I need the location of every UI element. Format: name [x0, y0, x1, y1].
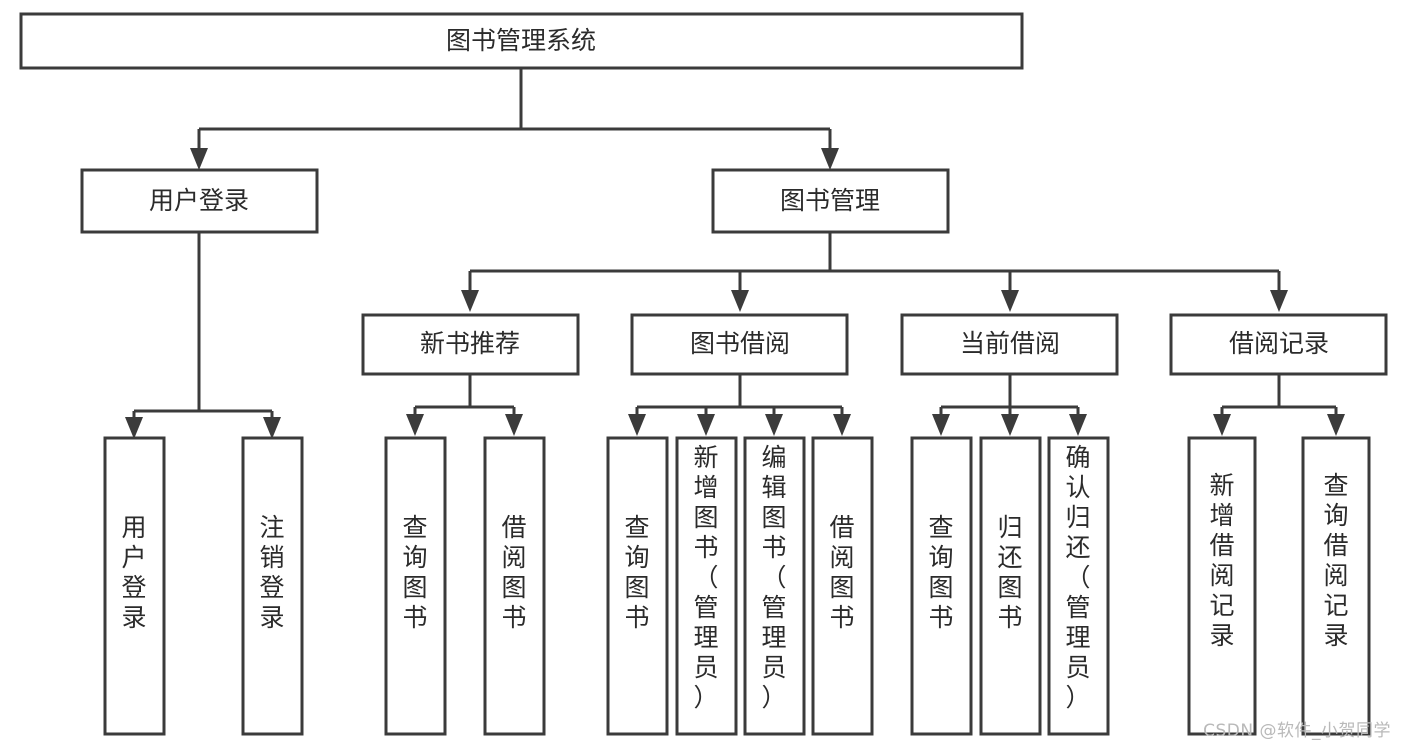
- edges-book-management-to-level3: [461, 232, 1288, 312]
- arrowhead-book-borrow: [731, 290, 749, 312]
- node-leaf-query-book-3-box[interactable]: [910, 436, 973, 736]
- node-leaf-add-record-box[interactable]: [1187, 436, 1257, 736]
- node-leaf-query-record-box[interactable]: [1301, 436, 1371, 736]
- node-leaf-return-book-box[interactable]: [979, 436, 1042, 736]
- arrowhead-book-management: [821, 148, 839, 170]
- node-root-box[interactable]: [19, 12, 1024, 70]
- node-leaf-logout-login-box[interactable]: [241, 436, 304, 736]
- node-leaf-query-book-1[interactable]: 查询图书: [384, 436, 447, 736]
- node-root[interactable]: 图书管理系统: [19, 12, 1024, 70]
- node-leaf-confirm-return-box[interactable]: [1047, 436, 1110, 736]
- node-leaf-logout-login-label: 注销登录: [259, 513, 284, 632]
- node-root-label: 图书管理系统: [446, 26, 596, 55]
- arrowhead-leaf-query-book-3: [932, 414, 950, 436]
- edges-book-borrow-to-leaves: [628, 374, 851, 436]
- node-book-borrow-label: 图书借阅: [690, 329, 790, 358]
- node-book-management-label: 图书管理: [780, 186, 880, 215]
- node-leaf-add-record-label: 新增借阅记录: [1209, 471, 1234, 650]
- node-leaf-add-book-box[interactable]: [675, 436, 738, 736]
- node-current-borrow[interactable]: 当前借阅: [900, 313, 1119, 376]
- arrowhead-leaf-logout-login: [263, 417, 281, 439]
- node-borrow-record-label: 借阅记录: [1229, 329, 1329, 358]
- node-leaf-borrow-book-1[interactable]: 借阅图书: [483, 436, 546, 736]
- arrowhead-leaf-add-record: [1213, 414, 1231, 436]
- edges-current-borrow-to-leaves: [932, 374, 1087, 436]
- node-book-borrow[interactable]: 图书借阅: [630, 313, 849, 376]
- node-book-borrow-box[interactable]: [630, 313, 849, 376]
- arrowhead-borrow-record: [1270, 290, 1288, 312]
- node-leaf-add-book[interactable]: 新增图书（管理员）: [675, 436, 738, 736]
- node-leaf-query-book-2-box[interactable]: [606, 436, 669, 736]
- node-leaf-borrow-book-2-label: 借阅图书: [829, 513, 854, 632]
- node-new-book-recommend-box[interactable]: [361, 313, 580, 376]
- node-leaf-borrow-book-2-box[interactable]: [811, 436, 874, 736]
- node-leaf-confirm-return[interactable]: 确认归还（管理员）: [1047, 436, 1110, 736]
- node-user-login-box[interactable]: [80, 168, 319, 234]
- node-new-book-recommend[interactable]: 新书推荐: [361, 313, 580, 376]
- node-leaf-return-book[interactable]: 归还图书: [979, 436, 1042, 736]
- node-leaf-borrow-book-1-box[interactable]: [483, 436, 546, 736]
- node-leaf-add-record[interactable]: 新增借阅记录: [1187, 436, 1257, 736]
- node-leaf-borrow-book-1-label: 借阅图书: [501, 513, 526, 632]
- node-borrow-record-box[interactable]: [1169, 313, 1388, 376]
- arrowhead-leaf-return-book: [1001, 414, 1019, 436]
- node-leaf-query-book-3[interactable]: 查询图书: [910, 436, 973, 736]
- node-leaf-query-book-1-label: 查询图书: [402, 513, 427, 632]
- arrowhead-leaf-query-record: [1327, 414, 1345, 436]
- node-leaf-user-login-box[interactable]: [103, 436, 166, 736]
- node-leaf-edit-book-label: 编辑图书（管理员）: [761, 443, 786, 712]
- node-leaf-borrow-book-2[interactable]: 借阅图书: [811, 436, 874, 736]
- node-leaf-user-login-label: 用户登录: [121, 513, 146, 632]
- node-leaf-edit-book[interactable]: 编辑图书（管理员）: [743, 436, 806, 736]
- node-leaf-logout-login[interactable]: 注销登录: [241, 436, 304, 736]
- node-leaf-edit-book-box[interactable]: [743, 436, 806, 736]
- node-user-login[interactable]: 用户登录: [80, 168, 319, 234]
- node-book-management-box[interactable]: [711, 168, 950, 234]
- edges-new-book-recommend-to-leaves: [406, 374, 523, 436]
- node-leaf-query-record-label: 查询借阅记录: [1323, 471, 1348, 650]
- arrowhead-leaf-confirm-return: [1069, 414, 1087, 436]
- node-leaf-confirm-return-label: 确认归还（管理员）: [1065, 443, 1090, 712]
- node-new-book-recommend-label: 新书推荐: [420, 329, 520, 358]
- node-borrow-record[interactable]: 借阅记录: [1169, 313, 1388, 376]
- node-current-borrow-label: 当前借阅: [960, 329, 1060, 358]
- node-leaf-query-book-2[interactable]: 查询图书: [606, 436, 669, 736]
- arrowhead-leaf-user-login: [125, 417, 143, 439]
- arrowhead-leaf-add-book: [697, 414, 715, 436]
- arrowhead-leaf-query-book-1: [406, 414, 424, 436]
- node-book-management[interactable]: 图书管理: [711, 168, 950, 234]
- node-leaf-query-record[interactable]: 查询借阅记录: [1301, 436, 1371, 736]
- node-leaf-add-book-label: 新增图书（管理员）: [693, 443, 718, 712]
- node-leaf-query-book-3-label: 查询图书: [928, 513, 953, 632]
- edges-borrow-record-to-leaves: [1213, 374, 1345, 436]
- node-user-login-label: 用户登录: [149, 186, 249, 215]
- csdn-watermark: CSDN @软件_小贺同学: [1203, 721, 1391, 741]
- node-current-borrow-box[interactable]: [900, 313, 1119, 376]
- edges-user-login-to-leaves: [125, 232, 281, 439]
- node-leaf-user-login[interactable]: 用户登录: [103, 436, 166, 736]
- node-leaf-query-book-2-label: 查询图书: [624, 513, 649, 632]
- arrowhead-new-book-recommend: [461, 290, 479, 312]
- arrowhead-leaf-borrow-book-1: [505, 414, 523, 436]
- arrowhead-user-login: [190, 148, 208, 170]
- arrowhead-leaf-query-book-2: [628, 414, 646, 436]
- edges-root-to-level2: [190, 68, 839, 170]
- arrowhead-leaf-edit-book: [765, 414, 783, 436]
- arrowhead-current-borrow: [1001, 290, 1019, 312]
- node-leaf-query-book-1-box[interactable]: [384, 436, 447, 736]
- arrowhead-leaf-borrow-book-2: [833, 414, 851, 436]
- node-leaf-return-book-label: 归还图书: [997, 513, 1022, 632]
